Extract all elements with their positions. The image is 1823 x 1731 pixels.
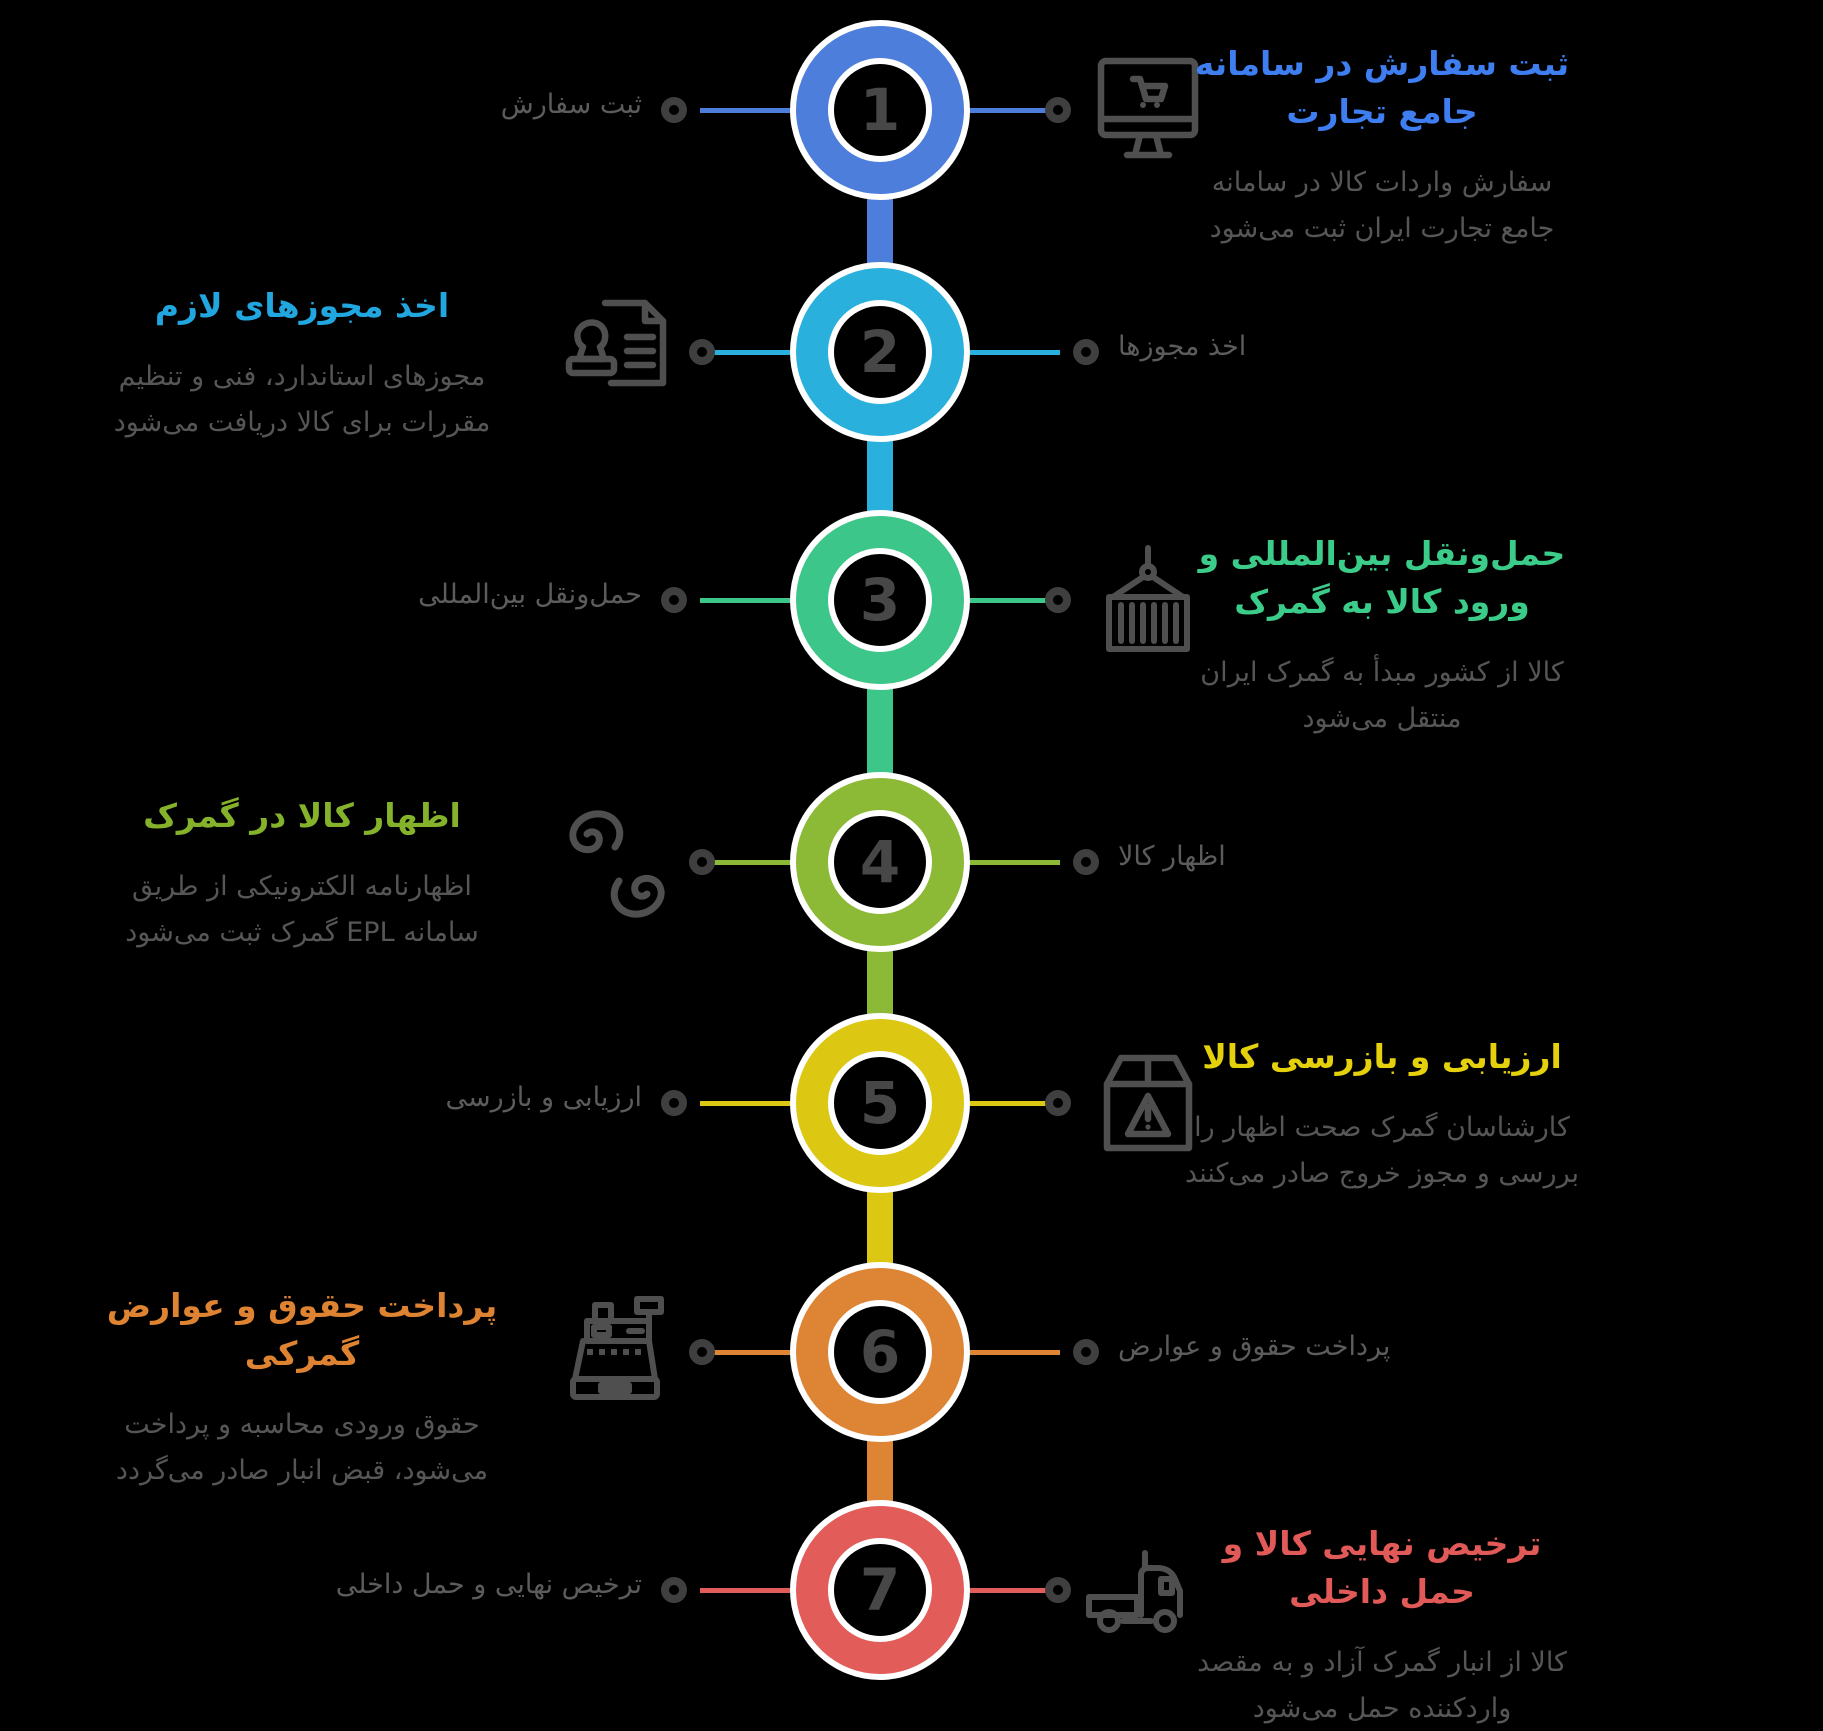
step-description: کالا از کشور مبدأ به گمرک ایران منتقل می… (1200, 656, 1564, 734)
content-connector-line (713, 350, 792, 355)
step-number: 4 (859, 828, 901, 896)
step-side-label: اخذ مجوزها (1118, 331, 1247, 362)
step-side-label: پرداخت حقوق و عوارض (1118, 1331, 1391, 1362)
step-ring-inner: 2 (828, 300, 932, 404)
step-description: اظهارنامه الکترونیکی از طریق سامانه EPL … (125, 870, 479, 948)
step-ring: 4 (790, 772, 970, 952)
step-side-label: اظهار کالا (1118, 841, 1226, 872)
step-text-block: حمل‌ونقل بین‌المللی و ورود کالا به گمرک … (1182, 530, 1582, 741)
step-title: ارزیابی و بازرسی کالا (1202, 1037, 1562, 1076)
step-title: ثبت سفارش در سامانه جامع تجارت (1194, 44, 1570, 131)
step-ring-inner: 1 (828, 58, 932, 162)
step-side-label: ثبت سفارش (500, 89, 642, 120)
step-description: کالا از انبار گمرک آزاد و به مقصد واردکن… (1197, 1646, 1567, 1724)
import-process-timeline: ثبت سفارش 1 ثبت سفارش در سامانه جامع تجا… (102, 20, 1582, 1724)
endpoint-dot (1045, 1577, 1071, 1603)
step-text-block: ثبت سفارش در سامانه جامع تجارت سفارش وار… (1182, 40, 1582, 251)
endpoint-dot (1073, 849, 1099, 875)
step-side-label: حمل‌ونقل بین‌المللی (418, 579, 642, 610)
endpoint-dot (661, 97, 687, 123)
step-ring: 5 (790, 1013, 970, 1193)
box-warning-icon (1078, 1039, 1218, 1167)
step-side-label: ترخیص نهایی و حمل داخلی (335, 1569, 642, 1600)
step-title: ترخیص نهایی کالا و حمل داخلی (1222, 1524, 1542, 1611)
label-connector-line (700, 598, 792, 603)
step-ring: 7 (790, 1500, 970, 1680)
content-connector-line (968, 598, 1047, 603)
step-ring: 6 (790, 1262, 970, 1442)
label-connector-line (968, 860, 1060, 865)
truck-icon (1078, 1526, 1218, 1654)
stamp-document-icon (548, 288, 688, 416)
step-title: اظهار کالا در گمرک (143, 796, 461, 835)
content-connector-line (968, 108, 1047, 113)
content-connector-line (968, 1588, 1047, 1593)
step-ring-inner: 3 (828, 548, 932, 652)
monitor-cart-icon (1078, 46, 1218, 174)
content-connector-line (968, 1101, 1047, 1106)
step-ring-inner: 5 (828, 1051, 932, 1155)
endpoint-dot (689, 849, 715, 875)
label-connector-line (700, 1588, 792, 1593)
step-text-block: ترخیص نهایی کالا و حمل داخلی کالا از انب… (1182, 1520, 1582, 1731)
endpoint-dot (1045, 1090, 1071, 1116)
step-number: 5 (859, 1069, 901, 1137)
endpoint-dot (1045, 97, 1071, 123)
step-description: کارشناسان گمرک صحت اظهار را بررسی و مجوز… (1185, 1111, 1579, 1189)
label-connector-line (700, 1101, 792, 1106)
step-description: مجوزهای استاندارد، فنی و تنظیم مقررات بر… (113, 360, 491, 438)
endpoint-dot (689, 1339, 715, 1365)
endpoint-dot (689, 339, 715, 365)
step-number: 7 (859, 1556, 901, 1624)
step-ring: 3 (790, 510, 970, 690)
container-crane-icon (1078, 536, 1218, 664)
endpoint-dot (661, 1090, 687, 1116)
endpoint-dot (1073, 339, 1099, 365)
step-text-block: پرداخت حقوق و عوارض گمرکی حقوق ورودی محا… (102, 1282, 502, 1493)
endpoint-dot (1073, 1339, 1099, 1365)
step-ring: 2 (790, 262, 970, 442)
step-ring: 1 (790, 20, 970, 200)
label-connector-line (700, 108, 792, 113)
step-number: 3 (859, 566, 901, 634)
step-title: حمل‌ونقل بین‌المللی و ورود کالا به گمرک (1198, 534, 1566, 621)
endpoint-dot (661, 1577, 687, 1603)
content-connector-line (713, 1350, 792, 1355)
step-description: حقوق ورودی محاسبه و پرداخت می‌شود، قبض ا… (115, 1408, 489, 1486)
step-ring-inner: 6 (828, 1300, 932, 1404)
swirl-icon (548, 798, 688, 926)
label-connector-line (968, 1350, 1060, 1355)
step-side-label: ارزیابی و بازرسی (445, 1082, 643, 1113)
step-number: 1 (859, 76, 901, 144)
step-text-block: اظهار کالا در گمرک اظهارنامه الکترونیکی … (102, 792, 502, 956)
step-text-block: ارزیابی و بازرسی کالا کارشناسان گمرک صحت… (1182, 1033, 1582, 1197)
cash-register-icon (548, 1288, 688, 1416)
step-number: 6 (859, 1318, 901, 1386)
endpoint-dot (1045, 587, 1071, 613)
endpoint-dot (661, 587, 687, 613)
step-ring-inner: 7 (828, 1538, 932, 1642)
step-title: اخذ مجوزهای لازم (154, 286, 450, 325)
step-text-block: اخذ مجوزهای لازم مجوزهای استاندارد، فنی … (102, 282, 502, 446)
step-number: 2 (859, 318, 901, 386)
step-description: سفارش واردات کالا در سامانه جامع تجارت ا… (1209, 166, 1555, 244)
content-connector-line (713, 860, 792, 865)
step-ring-inner: 4 (828, 810, 932, 914)
step-title: پرداخت حقوق و عوارض گمرکی (106, 1286, 498, 1373)
label-connector-line (968, 350, 1060, 355)
